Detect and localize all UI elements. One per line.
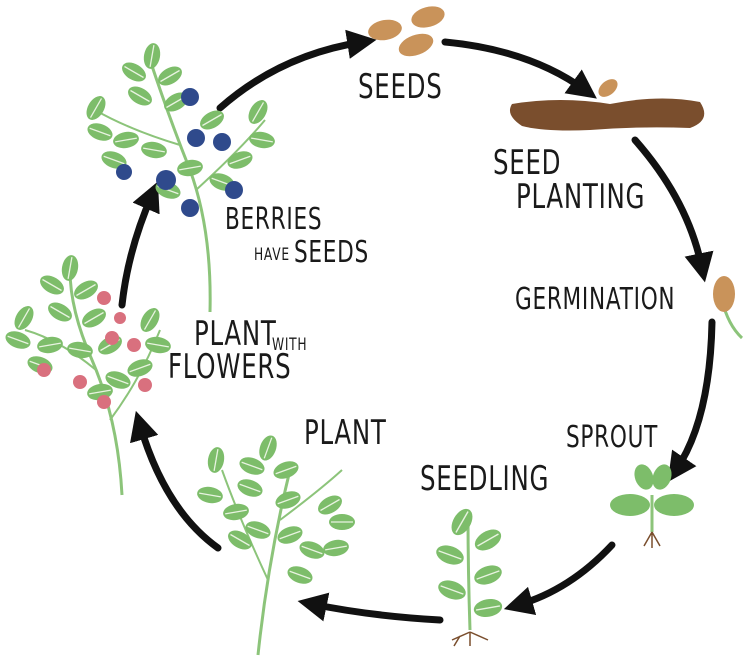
label-seeds: SEEDS [358,67,443,107]
label-plant-with-flowers-line2: FLOWERS [168,347,292,387]
label-germination: GERMINATION [515,282,676,317]
label-plant: PLANT [304,413,387,453]
germinating-seed-illustration [713,276,743,340]
arrow-plant-to-flowers [297,592,444,624]
label-seed-planting-line2: PLANTING [516,177,646,217]
plant-illustration [195,432,356,656]
label-berries-seeds: SEEDS [294,235,369,270]
label-sprout: SPROUT [566,420,659,455]
label-berries-have: HAVE [254,245,290,265]
arrow-sprout-to-seedling [667,318,716,483]
label-plant-with-flowers-line1: PLANT [194,314,277,354]
arrow-flowers-loop [130,410,222,552]
sprout-illustration [610,464,694,548]
label-plant-with-flowers-with: WITH [272,335,308,355]
label-seedling: SEEDLING [420,459,550,499]
berry-plant-illustration [81,41,277,313]
label-berries-line1: BERRIES [225,202,323,237]
seeds-illustration [368,6,445,57]
label-seed-planting-line1: SEED [493,143,562,183]
soil-illustration [509,79,705,131]
cycle-arrows [118,29,716,624]
arrow-flowers-to-berries [118,181,160,309]
arrow-seedling-to-plant [503,541,616,616]
arrow-seeds-to-planting [441,38,597,99]
arrow-berries-to-seeds [216,29,377,112]
arrow-planting-to-germination [631,136,714,283]
flowering-plant-illustration [2,253,173,496]
seedling-illustration [432,504,506,647]
